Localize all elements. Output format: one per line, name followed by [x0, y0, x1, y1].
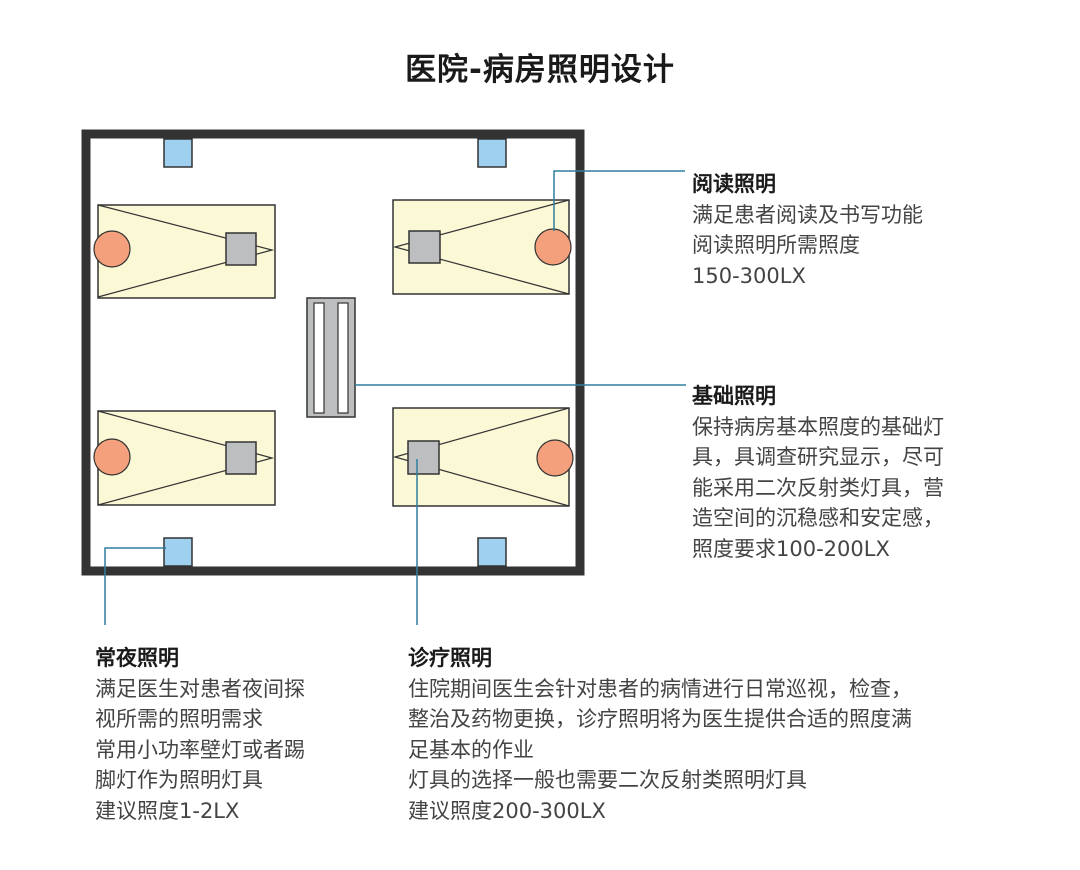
note-line: 具，具调查研究显示，尽可	[692, 445, 944, 469]
bed-top-right	[392, 199, 572, 295]
wall-light-bottom-right	[477, 537, 507, 567]
note-line: 常用小功率壁灯或者踢	[95, 737, 305, 762]
note-line: 满足患者阅读及书写功能	[692, 202, 923, 227]
wall-light-top-right	[477, 138, 507, 168]
note-heading: 阅读照明	[692, 172, 776, 196]
ceiling-fixture	[306, 297, 356, 418]
note-line: 脚灯作为照明灯具	[95, 768, 263, 792]
note-line: 150-300LX	[692, 263, 806, 288]
wall-light-bottom-left	[163, 537, 193, 567]
note-line: 造空间的沉稳感和安定感，	[692, 506, 944, 530]
note-diagnosis: 诊疗照明 住院期间医生会针对患者的病情进行日常巡视，检查， 整治及药物更换，诊疗…	[408, 643, 912, 826]
pillow	[93, 438, 131, 476]
pillow	[93, 230, 131, 268]
wall-light-top-left	[163, 138, 193, 168]
note-line: 足基本的作业	[408, 737, 534, 762]
note-line: 保持病房基本照度的基础灯	[692, 414, 944, 439]
note-line: 整治及药物更换，诊疗照明将为医生提供合适的照度满	[408, 707, 912, 731]
bed-top-left	[93, 204, 276, 299]
note-reading: 阅读照明 满足患者阅读及书写功能 阅读照明所需照度 150-300LX	[692, 169, 923, 291]
note-heading: 诊疗照明	[408, 646, 492, 670]
note-line: 视所需的照明需求	[95, 707, 263, 731]
note-line: 建议照度200-300LX	[408, 798, 606, 823]
note-line: 满足医生对患者夜间探	[95, 676, 305, 701]
bed-bottom-left	[93, 410, 276, 506]
note-heading: 基础照明	[692, 384, 776, 408]
page-title: 医院-病房照明设计	[405, 52, 675, 88]
note-line: 灯具的选择一般也需要二次反射类照明灯具	[408, 768, 807, 792]
reading-lamp	[408, 230, 441, 264]
leader-night	[104, 547, 166, 625]
note-line: 住院期间医生会针对患者的病情进行日常巡视，检查，	[408, 676, 912, 701]
reading-lamp	[225, 441, 257, 475]
note-heading: 常夜照明	[95, 646, 179, 670]
reading-lamp	[225, 232, 257, 266]
pillow	[536, 439, 574, 477]
note-line: 建议照度1-2LX	[95, 798, 240, 823]
room-wall	[81, 129, 585, 576]
note-line: 能采用二次反射类灯具，营	[692, 475, 944, 500]
note-line: 照度要求100-200LX	[692, 536, 890, 561]
note-line: 阅读照明所需照度	[692, 233, 860, 257]
exam-lamp	[407, 440, 440, 475]
leader-reading	[553, 170, 685, 231]
note-basic: 基础照明 保持病房基本照度的基础灯 具，具调查研究显示，尽可 能采用二次反射类灯…	[692, 381, 944, 564]
bed-bottom-right	[392, 407, 574, 507]
note-night: 常夜照明 满足医生对患者夜间探 视所需的照明需求 常用小功率壁灯或者踢 脚灯作为…	[95, 643, 305, 826]
pillow	[534, 228, 572, 266]
